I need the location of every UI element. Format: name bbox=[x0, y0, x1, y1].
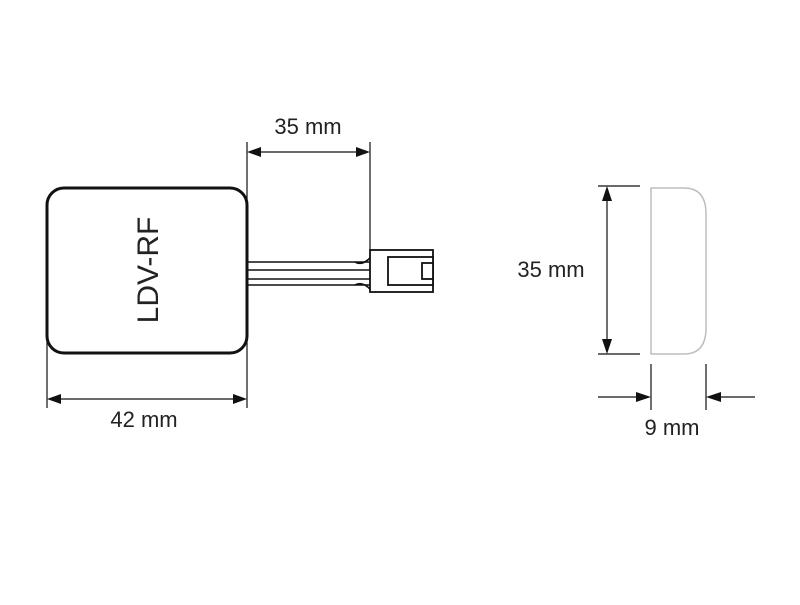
front-view: LDV-RF 35 mm 42 mm bbox=[45, 114, 434, 432]
cable-length-dimension: 35 mm bbox=[246, 114, 371, 250]
body-width-dimension: 42 mm bbox=[46, 340, 248, 432]
body-height-dimension: 35 mm bbox=[517, 185, 640, 355]
body-height-label: 35 mm bbox=[517, 257, 584, 282]
body-depth-dimension: 9 mm bbox=[598, 364, 755, 440]
body-depth-label: 9 mm bbox=[645, 415, 700, 440]
cable bbox=[247, 257, 372, 290]
body-width-label: 42 mm bbox=[110, 407, 177, 432]
device-label: LDV-RF bbox=[132, 217, 165, 324]
module-body bbox=[45, 186, 249, 355]
side-profile bbox=[650, 187, 707, 355]
connector bbox=[369, 249, 434, 293]
cable-length-label: 35 mm bbox=[274, 114, 341, 139]
side-view: 35 mm 9 mm bbox=[517, 185, 755, 440]
